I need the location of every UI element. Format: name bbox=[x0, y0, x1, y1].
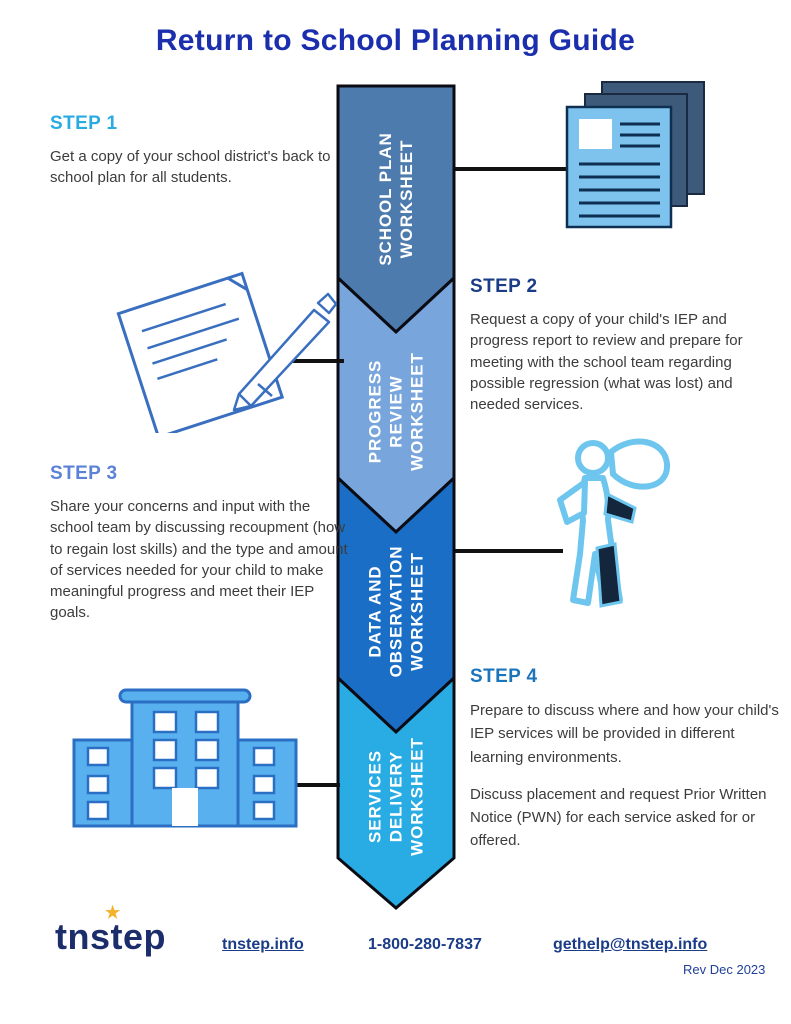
step-4-text: Prepare to discuss where and how your ch… bbox=[470, 702, 779, 766]
email-link[interactable]: gethelp@tnstep.info bbox=[553, 936, 708, 953]
school-building-icon bbox=[72, 688, 298, 828]
tnstep-logo: ★ tnstep bbox=[55, 903, 166, 958]
label-line: DELIVERY bbox=[386, 750, 406, 843]
label-line: WORKSHEET bbox=[407, 737, 427, 856]
pen-and-paper-icon bbox=[116, 271, 338, 433]
chevron-services-delivery bbox=[336, 674, 456, 910]
label-line: SERVICES bbox=[365, 750, 385, 843]
person-icon bbox=[557, 438, 670, 608]
documents-icon bbox=[565, 81, 705, 229]
step-3-heading: STEP 3 bbox=[50, 463, 118, 484]
worksheet-label-school-plan: SCHOOL PLAN WORKSHEET bbox=[375, 99, 417, 299]
website-link[interactable]: tnstep.info bbox=[222, 936, 304, 953]
step-4-heading: STEP 4 bbox=[470, 666, 538, 687]
connector-person bbox=[455, 549, 563, 553]
step-4-text-2: Discuss placement and request Prior Writ… bbox=[470, 785, 767, 850]
label-line: WORKSHEET bbox=[407, 352, 427, 471]
label-line: REVIEW bbox=[386, 375, 406, 448]
step-1-heading: STEP 1 bbox=[50, 113, 118, 134]
phone-number: 1-800-280-7837 bbox=[368, 936, 482, 953]
step-3-text: Share your concerns and input with the s… bbox=[50, 498, 348, 622]
label-line: PROGRESS bbox=[365, 359, 385, 464]
step-2-text: Request a copy of your child's IEP and p… bbox=[470, 311, 743, 414]
label-line: OBSERVATION bbox=[386, 545, 406, 678]
connector-documents bbox=[455, 167, 567, 171]
step-2-block: STEP 2 Request a copy of your child's IE… bbox=[470, 276, 775, 429]
label-line: DATA AND bbox=[365, 565, 385, 658]
step-1-text: Get a copy of your school district's bac… bbox=[50, 148, 331, 187]
step-4-block: STEP 4 Prepare to discuss where and how … bbox=[470, 666, 788, 867]
connector-pen bbox=[272, 359, 344, 363]
step-3-block: STEP 3 Share your concerns and input wit… bbox=[50, 463, 355, 638]
label-line: WORKSHEET bbox=[397, 139, 416, 259]
worksheet-arrow bbox=[336, 84, 456, 910]
label-line: SCHOOL PLAN bbox=[376, 132, 395, 266]
page-title: Return to School Planning Guide bbox=[155, 24, 636, 57]
step-1-block: STEP 1 Get a copy of your school distric… bbox=[50, 113, 350, 203]
tnstep-logo-text: tnstep bbox=[55, 916, 166, 957]
worksheet-label-data-observation: DATA AND OBSERVATION WORKSHEET bbox=[365, 512, 428, 712]
revision-date: Rev Dec 2023 bbox=[683, 962, 766, 977]
star-icon: ★ bbox=[105, 903, 121, 922]
worksheet-label-services-delivery: SERVICES DELIVERY WORKSHEET bbox=[365, 697, 428, 897]
worksheet-label-progress-review: PROGRESS REVIEW WORKSHEET bbox=[365, 312, 428, 512]
step-2-heading: STEP 2 bbox=[470, 276, 538, 297]
label-line: WORKSHEET bbox=[407, 552, 427, 671]
